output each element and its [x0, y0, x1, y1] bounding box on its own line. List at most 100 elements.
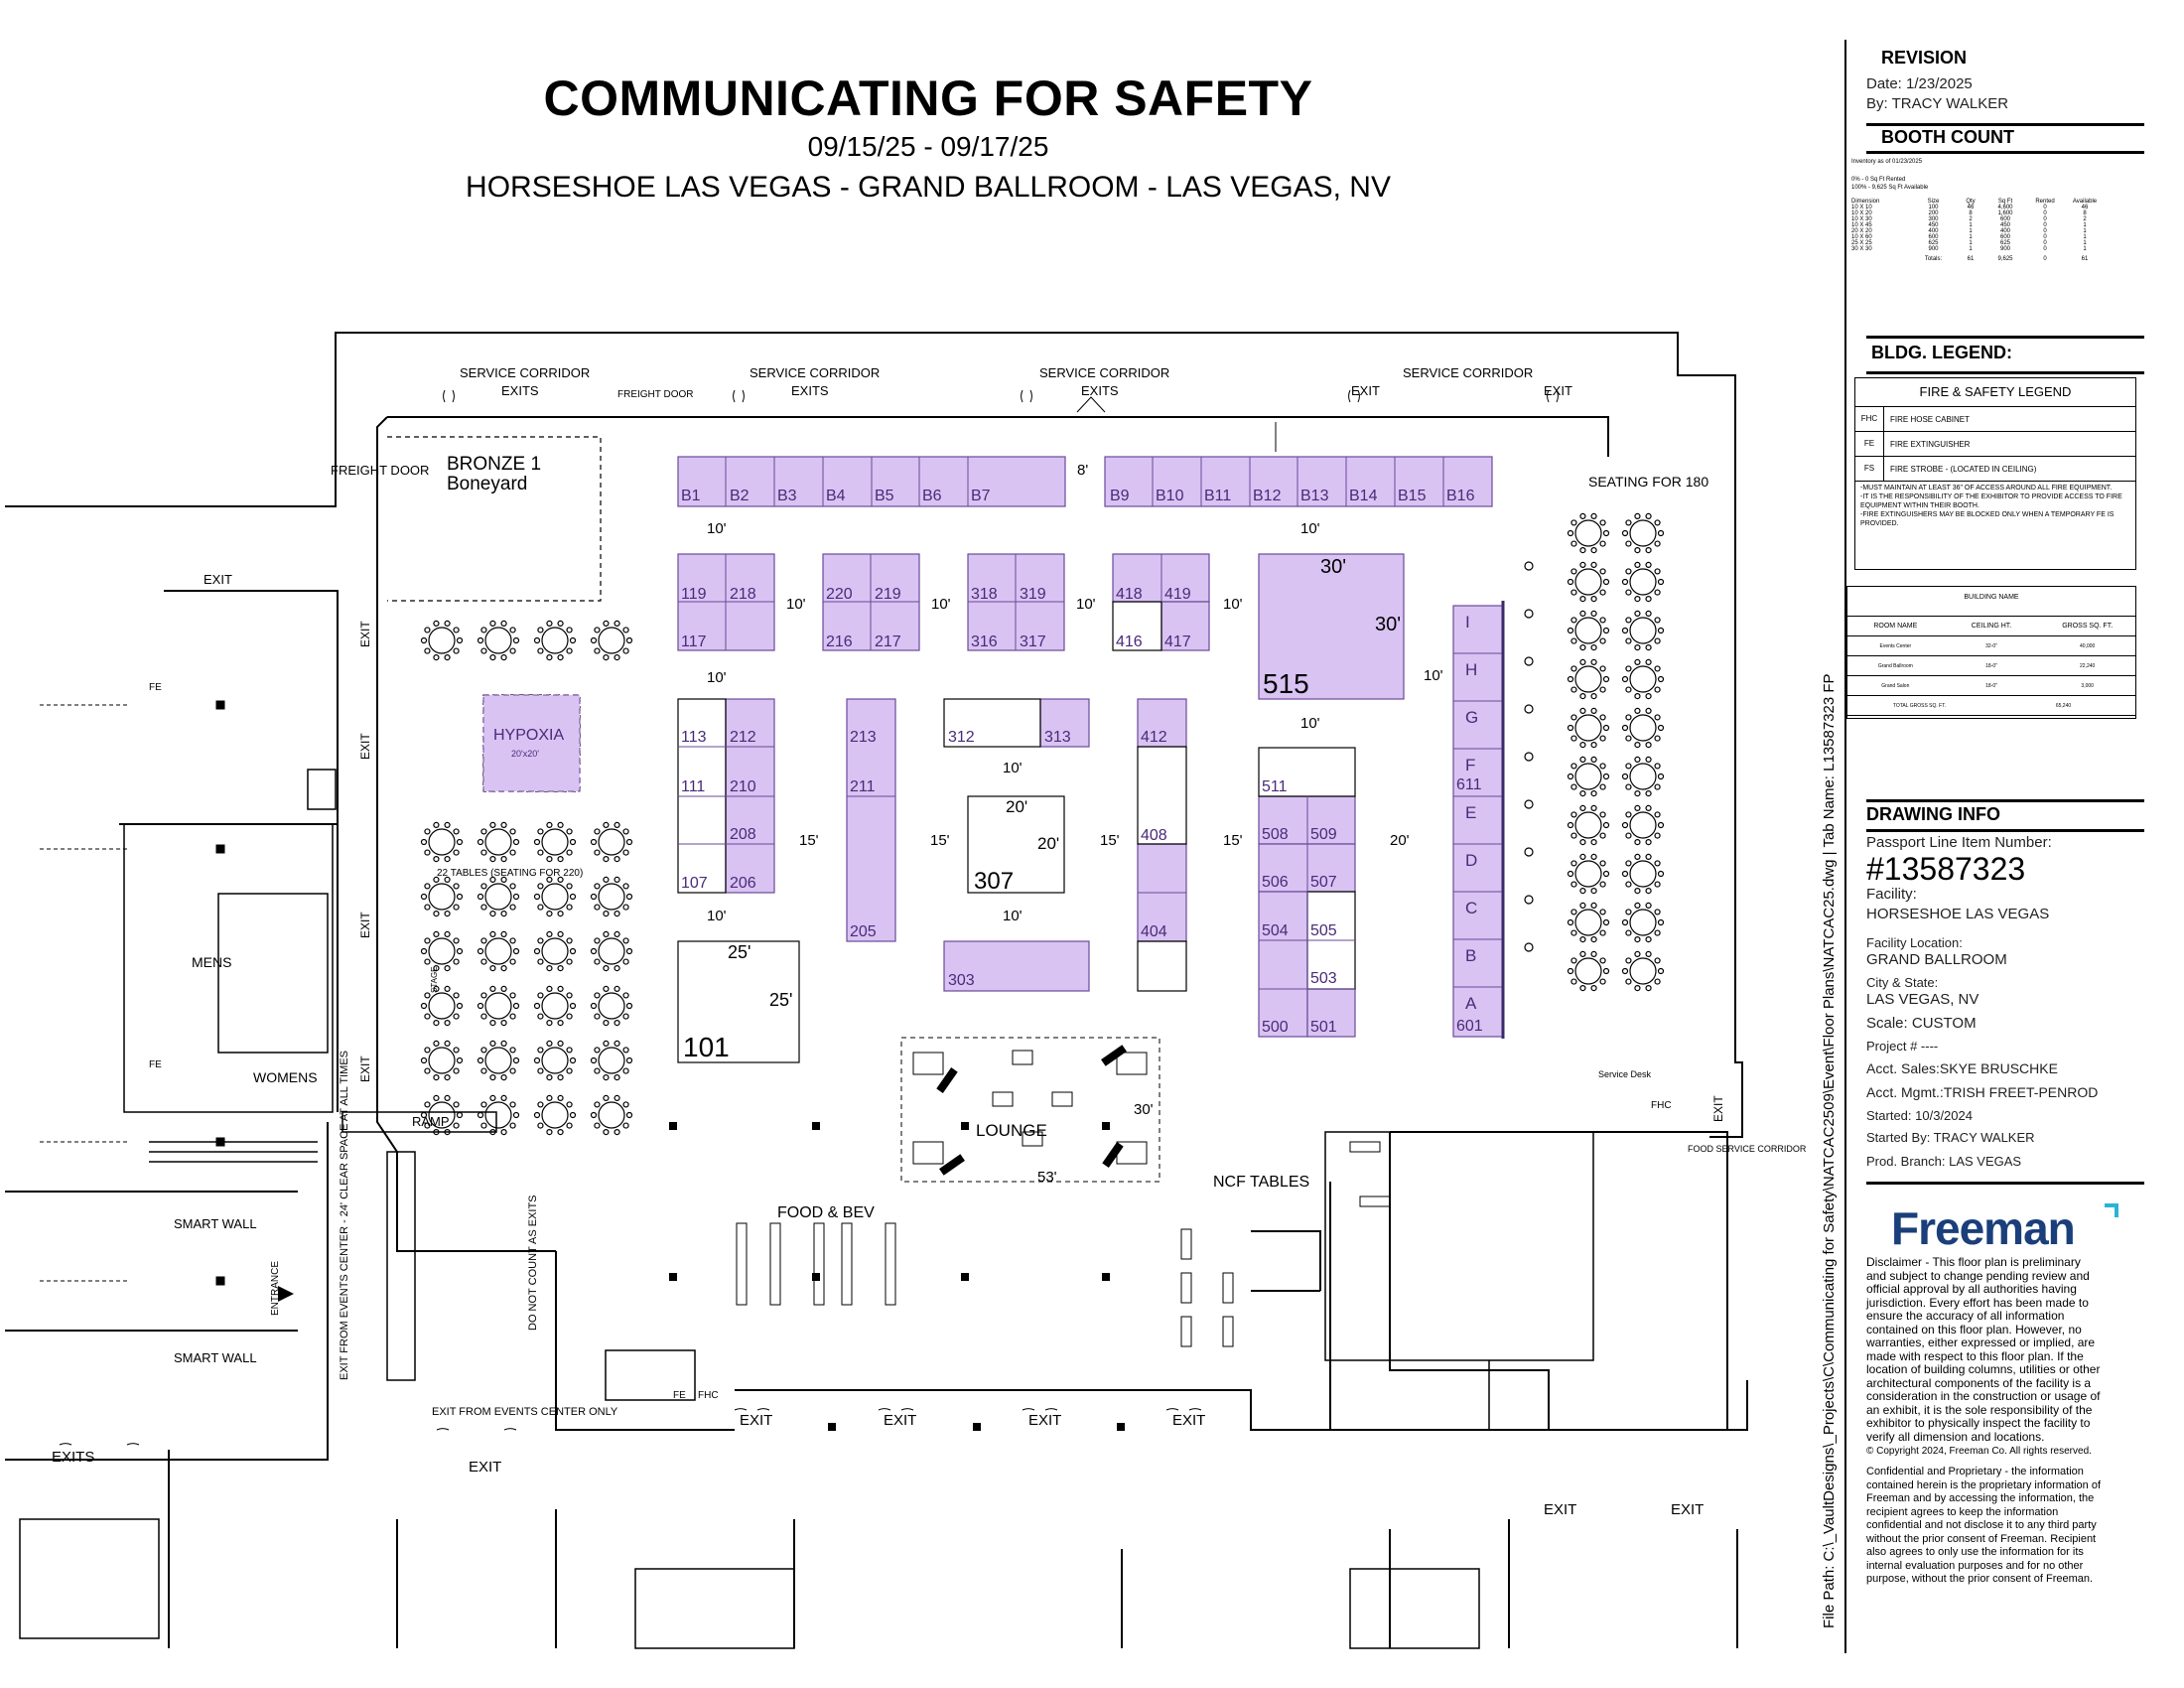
- booth-412: 412: [1141, 729, 1167, 746]
- booth-B5: B5: [875, 488, 894, 504]
- booth-313: 313: [1044, 729, 1071, 746]
- round-table: [428, 828, 456, 856]
- fire-legend-notes: -MUST MAINTAIN AT LEAST 36" OF ACCESS AR…: [1855, 482, 2135, 530]
- booth-C: C: [1465, 899, 1477, 917]
- boneyard-label: Boneyard: [447, 474, 527, 494]
- dimension-9: 10': [1003, 908, 1023, 924]
- booth-E: E: [1465, 803, 1476, 822]
- booth-107: 107: [681, 875, 708, 892]
- lounge-label: LOUNGE: [976, 1121, 1047, 1140]
- booth-509: 509: [1310, 826, 1337, 843]
- booth-B16: B16: [1446, 488, 1475, 504]
- exit-label-b4: EXIT: [1028, 1412, 1061, 1429]
- revision-date: Date: 1/23/2025: [1866, 75, 1973, 92]
- round-table: [484, 992, 512, 1020]
- file-path: File Path: C:\_VaultDesigns\_Projects\C\…: [1821, 673, 1838, 1628]
- freeman-logo: Freeman: [1891, 1202, 2076, 1254]
- exit-label-bottom: EXIT: [469, 1459, 501, 1476]
- city-value: LAS VEGAS, NV: [1866, 991, 1979, 1008]
- round-table: [428, 992, 456, 1020]
- booth-B7: B7: [971, 488, 991, 504]
- booth-404: 404: [1141, 923, 1167, 940]
- round-table: [1574, 568, 1602, 596]
- stage-label: STAGE: [430, 966, 439, 993]
- tables-note: 22 TABLES (SEATING FOR 220): [437, 868, 583, 879]
- dimension-16: 20': [1390, 832, 1410, 849]
- entrance-label: ENTRANCE: [270, 1261, 281, 1316]
- dimension-8: 10': [1003, 760, 1023, 776]
- booth-500: 500: [1262, 1019, 1289, 1036]
- booth-416: 416: [1116, 633, 1143, 650]
- round-table: [541, 1047, 569, 1074]
- booth-B3: B3: [777, 488, 797, 504]
- booth-D: D: [1465, 851, 1477, 870]
- booth-418: 418: [1116, 586, 1143, 603]
- booth-B10: B10: [1156, 488, 1184, 504]
- round-table: [1629, 811, 1657, 839]
- round-table: [598, 1047, 625, 1074]
- event-venue: HORSESHOE LAS VEGAS - GRAND BALLROOM - L…: [466, 171, 1391, 204]
- dim-515-depth: 30': [1375, 614, 1401, 635]
- booth-212: 212: [730, 729, 756, 746]
- floor-plan: SERVICE CORRIDOR EXITS SERVICE CORRIDOR …: [5, 332, 1807, 1649]
- service-desk-label: Service Desk: [1598, 1069, 1652, 1079]
- facility-value: HORSESHOE LAS VEGAS: [1866, 906, 2050, 922]
- round-table: [1629, 568, 1657, 596]
- exit-label-b5: EXIT: [1172, 1412, 1205, 1429]
- exhibit-booths: [677, 456, 1504, 1038]
- booth-307: 307: [974, 868, 1014, 895]
- round-table: [598, 627, 625, 654]
- round-table: [1629, 763, 1657, 790]
- exit-events-label: EXIT FROM EVENTS CENTER - 24' CLEAR SPAC…: [339, 1051, 350, 1380]
- round-table: [1629, 909, 1657, 936]
- available-note: 100% - 9,625 Sq Ft Available: [1851, 185, 1929, 191]
- freight-door-label-2: FREIGHT DOOR: [617, 389, 693, 400]
- booth-303: 303: [948, 972, 975, 989]
- dimension-10: 10': [707, 908, 727, 924]
- ncf-tables-label: NCF TABLES: [1213, 1174, 1309, 1191]
- dimension-15: 15': [1223, 832, 1243, 849]
- dimension-19: 30': [1134, 1101, 1154, 1118]
- round-table: [484, 1047, 512, 1074]
- dimension-11: 10': [1424, 667, 1443, 684]
- exit-label-top: EXIT: [1351, 383, 1380, 398]
- round-table: [1574, 617, 1602, 644]
- freight-door-label: FREIGHT DOOR: [331, 463, 429, 478]
- location-label: Facility Location:: [1866, 935, 1963, 950]
- round-table: [484, 937, 512, 965]
- exit-vertical-3: EXIT: [358, 912, 372, 938]
- smart-wall-label-2: SMART WALL: [174, 1350, 257, 1365]
- dimension-5: 10': [1223, 596, 1243, 613]
- disclaimer-text: Disclaimer - This floor plan is prelimin…: [1866, 1255, 2101, 1444]
- round-table: [428, 883, 456, 911]
- booth-B6: B6: [922, 488, 942, 504]
- booth-B9: B9: [1110, 488, 1130, 504]
- round-table: [428, 1047, 456, 1074]
- booth-504: 504: [1262, 922, 1289, 939]
- inventory-note: Inventory as of 01/23/2025: [1851, 159, 1923, 165]
- exit-label-b3: EXIT: [884, 1412, 916, 1429]
- booth-503: 503: [1310, 970, 1337, 987]
- exits-label-left: EXITS: [52, 1449, 94, 1466]
- round-table: [1574, 860, 1602, 888]
- exit-label-top-2: EXIT: [1544, 383, 1572, 398]
- booth-507: 507: [1310, 874, 1337, 891]
- womens-label: WOMENS: [253, 1069, 318, 1085]
- round-table: [1629, 519, 1657, 547]
- round-table: [541, 883, 569, 911]
- dim-101-width: 25': [728, 942, 751, 962]
- exit-label-b7: EXIT: [1671, 1501, 1704, 1518]
- round-table: [1629, 714, 1657, 742]
